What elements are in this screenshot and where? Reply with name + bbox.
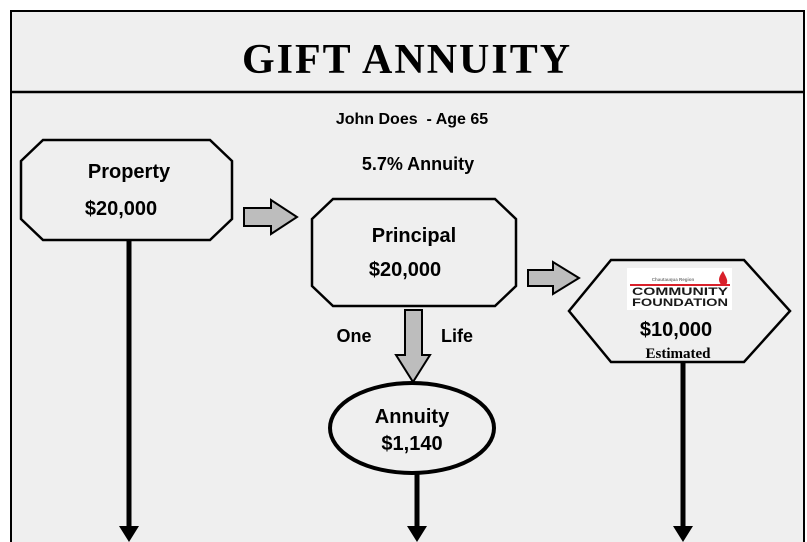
logo-line1: COMMUNITY [632, 286, 729, 298]
foundation-note: Estimated [646, 346, 712, 362]
logo-bar [630, 284, 730, 286]
life-label: Life [441, 326, 473, 346]
arrow-principal-to-annuity [394, 309, 432, 384]
annuity-label: Annuity [375, 406, 450, 428]
principal-amount: $20,000 [369, 259, 441, 281]
annuity-ellipse [328, 381, 496, 475]
arrow-principal-to-foundation [527, 260, 581, 296]
one-label: One [336, 326, 371, 346]
logo-background [627, 268, 732, 310]
foundation-amount: $10,000 [640, 319, 712, 341]
foundation-down-arrowhead [673, 526, 693, 542]
annuity-down-arrowhead [407, 526, 427, 542]
logo-small-text: Chautauqua Region [652, 277, 695, 282]
property-down-arrowhead [119, 526, 139, 542]
property-label: Property [88, 161, 171, 183]
annuity-rate-label: 5.7% Annuity [362, 154, 474, 174]
foundation-box [567, 258, 792, 364]
flame-icon [719, 271, 728, 286]
property-box [19, 138, 234, 242]
property-amount: $20,000 [85, 198, 157, 220]
principal-box [310, 197, 518, 308]
annuity-amount: $1,140 [381, 433, 442, 455]
logo-line2: FOUNDATION [632, 297, 728, 309]
arrow-property-to-principal [243, 198, 299, 236]
community-foundation-logo: Chautauqua Region COMMUNITY FOUNDATION [627, 268, 732, 310]
page-title: GIFT ANNUITY [242, 37, 572, 83]
principal-label: Principal [372, 225, 456, 247]
donor-label: John Does - Age 65 [336, 111, 488, 128]
